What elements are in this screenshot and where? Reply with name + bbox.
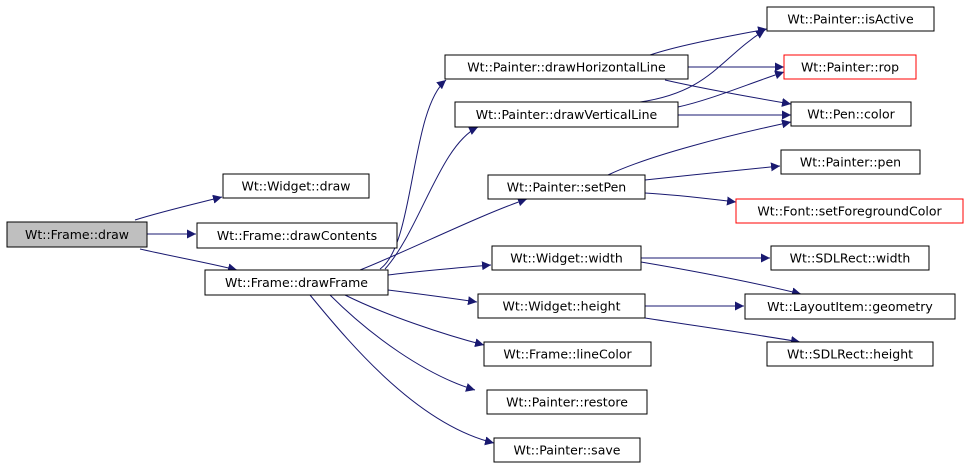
- node-box: [444, 54, 689, 80]
- edge-painter-drawverticalline-to-painter-isactive: [639, 29, 766, 103]
- node-label: Wt::SDLRect::height: [787, 347, 913, 362]
- node-label: Wt::Frame::drawFrame: [225, 275, 368, 290]
- node-frame-linecolor[interactable]: Wt::Frame::lineColor: [483, 341, 652, 367]
- node-box: [790, 101, 912, 127]
- node-label: Wt::Painter::save: [514, 443, 621, 458]
- node-label: Wt::Painter::isActive: [787, 12, 914, 27]
- node-label: Wt::Painter::drawHorizontalLine: [467, 60, 666, 75]
- node-box: [6, 221, 148, 248]
- node-painter-save[interactable]: Wt::Painter::save: [493, 437, 641, 463]
- node-box: [744, 293, 956, 320]
- node-label: Wt::Widget::width: [510, 251, 623, 266]
- node-box: [766, 341, 934, 367]
- node-label: Wt::Frame::lineColor: [503, 347, 632, 362]
- node-layoutitem-geometry[interactable]: Wt::LayoutItem::geometry: [744, 293, 956, 320]
- edge-painter-setpen-to-painter-pen: [644, 162, 781, 181]
- node-label: Wt::LayoutItem::geometry: [767, 299, 933, 314]
- node-label: Wt::Painter::restore: [506, 395, 628, 410]
- node-label: Wt::Painter::setPen: [507, 180, 626, 195]
- node-label: Wt::Font::setForegroundColor: [757, 204, 942, 219]
- edge-frame-drawframe-to-widget-width: [387, 261, 492, 276]
- node-label: Wt::Painter::drawVerticalLine: [476, 107, 658, 122]
- node-sdlrect-width[interactable]: Wt::SDLRect::width: [770, 245, 930, 271]
- edge-frame-drawframe-to-painter-setpen: [359, 197, 528, 271]
- node-box: [454, 101, 679, 128]
- edge-painter-setpen-to-pen-color: [607, 119, 792, 176]
- node-box: [783, 54, 917, 80]
- edges-layer: [134, 26, 802, 446]
- node-box: [491, 245, 642, 271]
- node-box: [766, 6, 935, 32]
- node-label: Wt::Widget::draw: [241, 179, 350, 194]
- node-painter-isactive[interactable]: Wt::Painter::isActive: [766, 6, 935, 32]
- node-label: Wt::Painter::rop: [801, 60, 899, 75]
- node-box: [735, 198, 964, 224]
- node-painter-drawhorizontalline[interactable]: Wt::Painter::drawHorizontalLine: [444, 54, 689, 80]
- node-painter-rop[interactable]: Wt::Painter::rop: [783, 54, 917, 80]
- node-label: Wt::Widget::height: [503, 299, 621, 314]
- node-box: [477, 293, 646, 319]
- node-painter-drawverticalline[interactable]: Wt::Painter::drawVerticalLine: [454, 101, 679, 128]
- edge-frame-drawframe-to-frame-linecolor: [344, 294, 485, 348]
- node-widget-draw[interactable]: Wt::Widget::draw: [222, 173, 370, 199]
- node-painter-restore[interactable]: Wt::Painter::restore: [486, 389, 648, 415]
- node-frame-drawframe[interactable]: Wt::Frame::drawFrame: [204, 269, 389, 296]
- node-label: Wt::Frame::draw: [25, 227, 129, 242]
- node-pen-color[interactable]: Wt::Pen::color: [790, 101, 912, 127]
- edge-painter-setpen-to-font-setforegroundcolor: [644, 192, 737, 206]
- node-box: [770, 245, 930, 271]
- edge-widget-width-to-layoutitem-geometry: [640, 261, 802, 297]
- node-box: [204, 269, 389, 296]
- node-font-setforegroundcolor[interactable]: Wt::Font::setForegroundColor: [735, 198, 964, 224]
- node-box: [486, 389, 648, 415]
- nodes-layer: Wt::Frame::draw Wt::Widget::drawWt::Frame…: [6, 6, 964, 463]
- edge-frame-drawframe-to-painter-restore: [329, 294, 476, 392]
- node-frame-draw: Wt::Frame::draw: [6, 221, 148, 248]
- node-label: Wt::Pen::color: [807, 107, 895, 122]
- node-label: Wt::Frame::drawContents: [217, 228, 377, 243]
- edge-frame-draw-to-frame-drawframe: [139, 248, 238, 273]
- edge-widget-height-to-sdlrect-height: [644, 317, 801, 345]
- edge-frame-draw-to-widget-draw: [134, 194, 223, 221]
- node-frame-drawcontents[interactable]: Wt::Frame::drawContents: [196, 222, 398, 249]
- node-box: [780, 149, 921, 175]
- node-painter-pen[interactable]: Wt::Painter::pen: [780, 149, 921, 175]
- edge-frame-drawframe-to-painter-save: [309, 294, 495, 446]
- node-label: Wt::Painter::pen: [800, 155, 901, 170]
- node-label: Wt::SDLRect::width: [790, 251, 911, 266]
- node-box: [483, 341, 652, 367]
- edge-painter-drawverticalline-to-painter-rop: [677, 70, 785, 108]
- edge-frame-drawframe-to-painter-drawverticalline: [384, 126, 479, 270]
- node-box: [493, 437, 641, 463]
- node-painter-setpen[interactable]: Wt::Painter::setPen: [487, 174, 646, 200]
- node-sdlrect-height[interactable]: Wt::SDLRect::height: [766, 341, 934, 367]
- node-widget-width[interactable]: Wt::Widget::width: [491, 245, 642, 271]
- edge-frame-drawframe-to-widget-height: [387, 289, 478, 306]
- edge-painter-drawhorizontalline-to-painter-isactive: [649, 26, 768, 56]
- node-box: [487, 174, 646, 200]
- node-box: [222, 173, 370, 199]
- node-box: [196, 222, 398, 249]
- edge-frame-drawframe-to-painter-drawhorizontalline: [379, 79, 447, 270]
- node-widget-height[interactable]: Wt::Widget::height: [477, 293, 646, 319]
